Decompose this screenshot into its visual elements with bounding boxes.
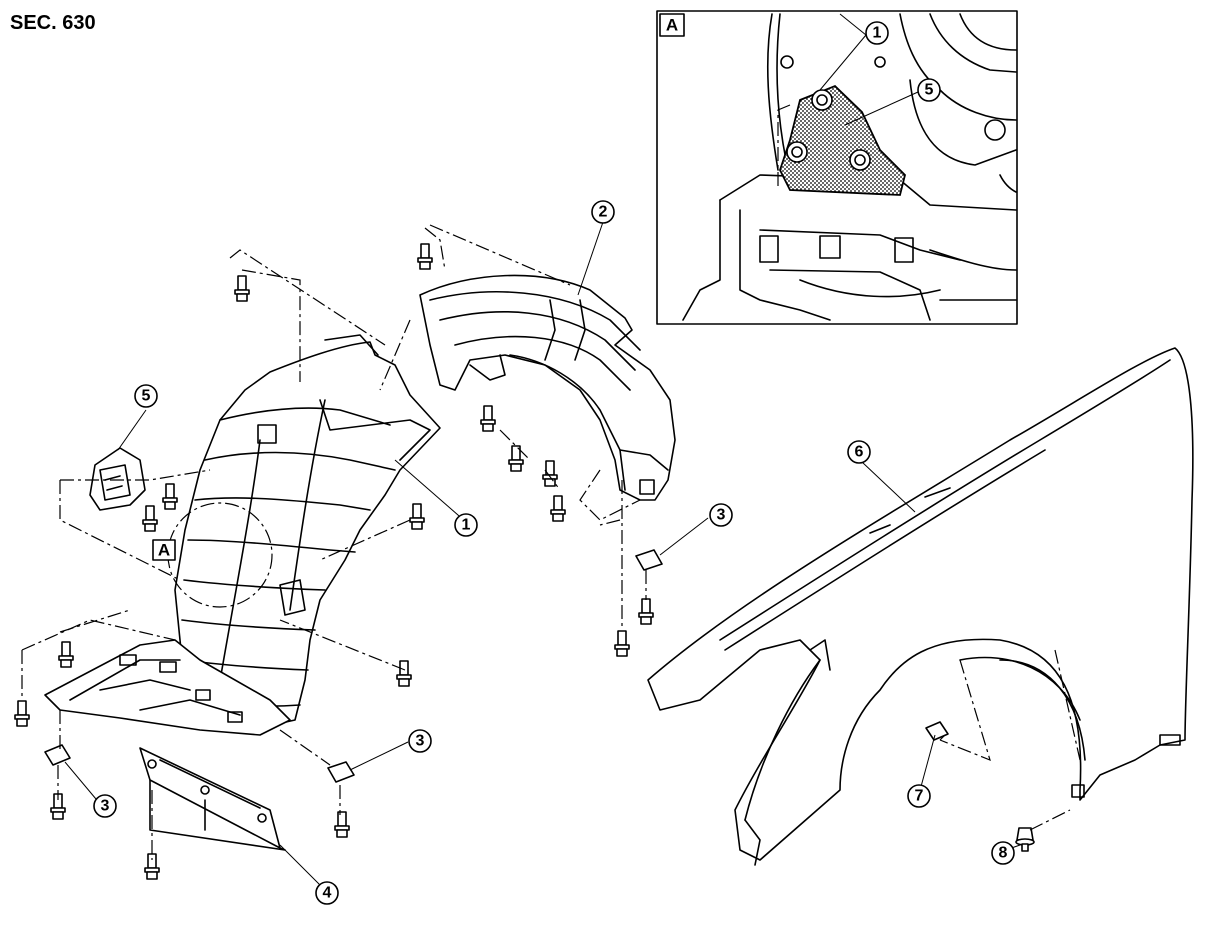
front-fender-6: [647, 347, 1194, 866]
callout-5-detail: 5: [917, 78, 941, 102]
section-title: SEC. 630: [10, 12, 96, 34]
svg-text:6: 6: [855, 444, 864, 461]
callout-3-center: 3: [408, 729, 432, 753]
detail-a-view: A: [656, 10, 1018, 325]
callout-7: 7: [907, 784, 931, 808]
bracket-5: [89, 447, 146, 511]
svg-text:1: 1: [873, 25, 882, 42]
under-cover: [44, 639, 291, 736]
detail-a-label-box: [659, 13, 685, 37]
svg-text:8: 8: [999, 845, 1008, 862]
bracket-5-detail: [779, 84, 906, 196]
svg-text:7: 7: [915, 788, 924, 805]
callout-1: 1: [454, 513, 478, 537]
detail-a-marker: A: [152, 539, 176, 561]
clip-nut-icon: [44, 549, 949, 783]
svg-text:3: 3: [717, 507, 726, 524]
fender-protector-2: [419, 274, 676, 501]
callout-8: 8: [991, 841, 1015, 865]
leader-lines: [64, 221, 1021, 891]
svg-text:4: 4: [323, 885, 332, 902]
callout-6: 6: [847, 440, 871, 464]
detail-a-frame: [656, 10, 1018, 325]
svg-text:1: 1: [462, 517, 471, 534]
svg-text:A: A: [158, 541, 170, 560]
callout-3-right: 3: [709, 503, 733, 527]
callout-4: 4: [315, 881, 339, 905]
assembly-lines: [21, 224, 1071, 860]
splash-guard-4: [139, 747, 286, 851]
svg-text:3: 3: [101, 798, 110, 815]
svg-text:3: 3: [416, 733, 425, 750]
callout-2: 2: [591, 200, 615, 224]
svg-text:5: 5: [142, 388, 151, 405]
callout-1-detail: 1: [865, 21, 889, 45]
svg-text:2: 2: [599, 204, 608, 221]
callout-3-left: 3: [93, 794, 117, 818]
detail-a-label: A: [666, 16, 678, 35]
callout-5: 5: [134, 384, 158, 408]
svg-text:5: 5: [925, 82, 934, 99]
